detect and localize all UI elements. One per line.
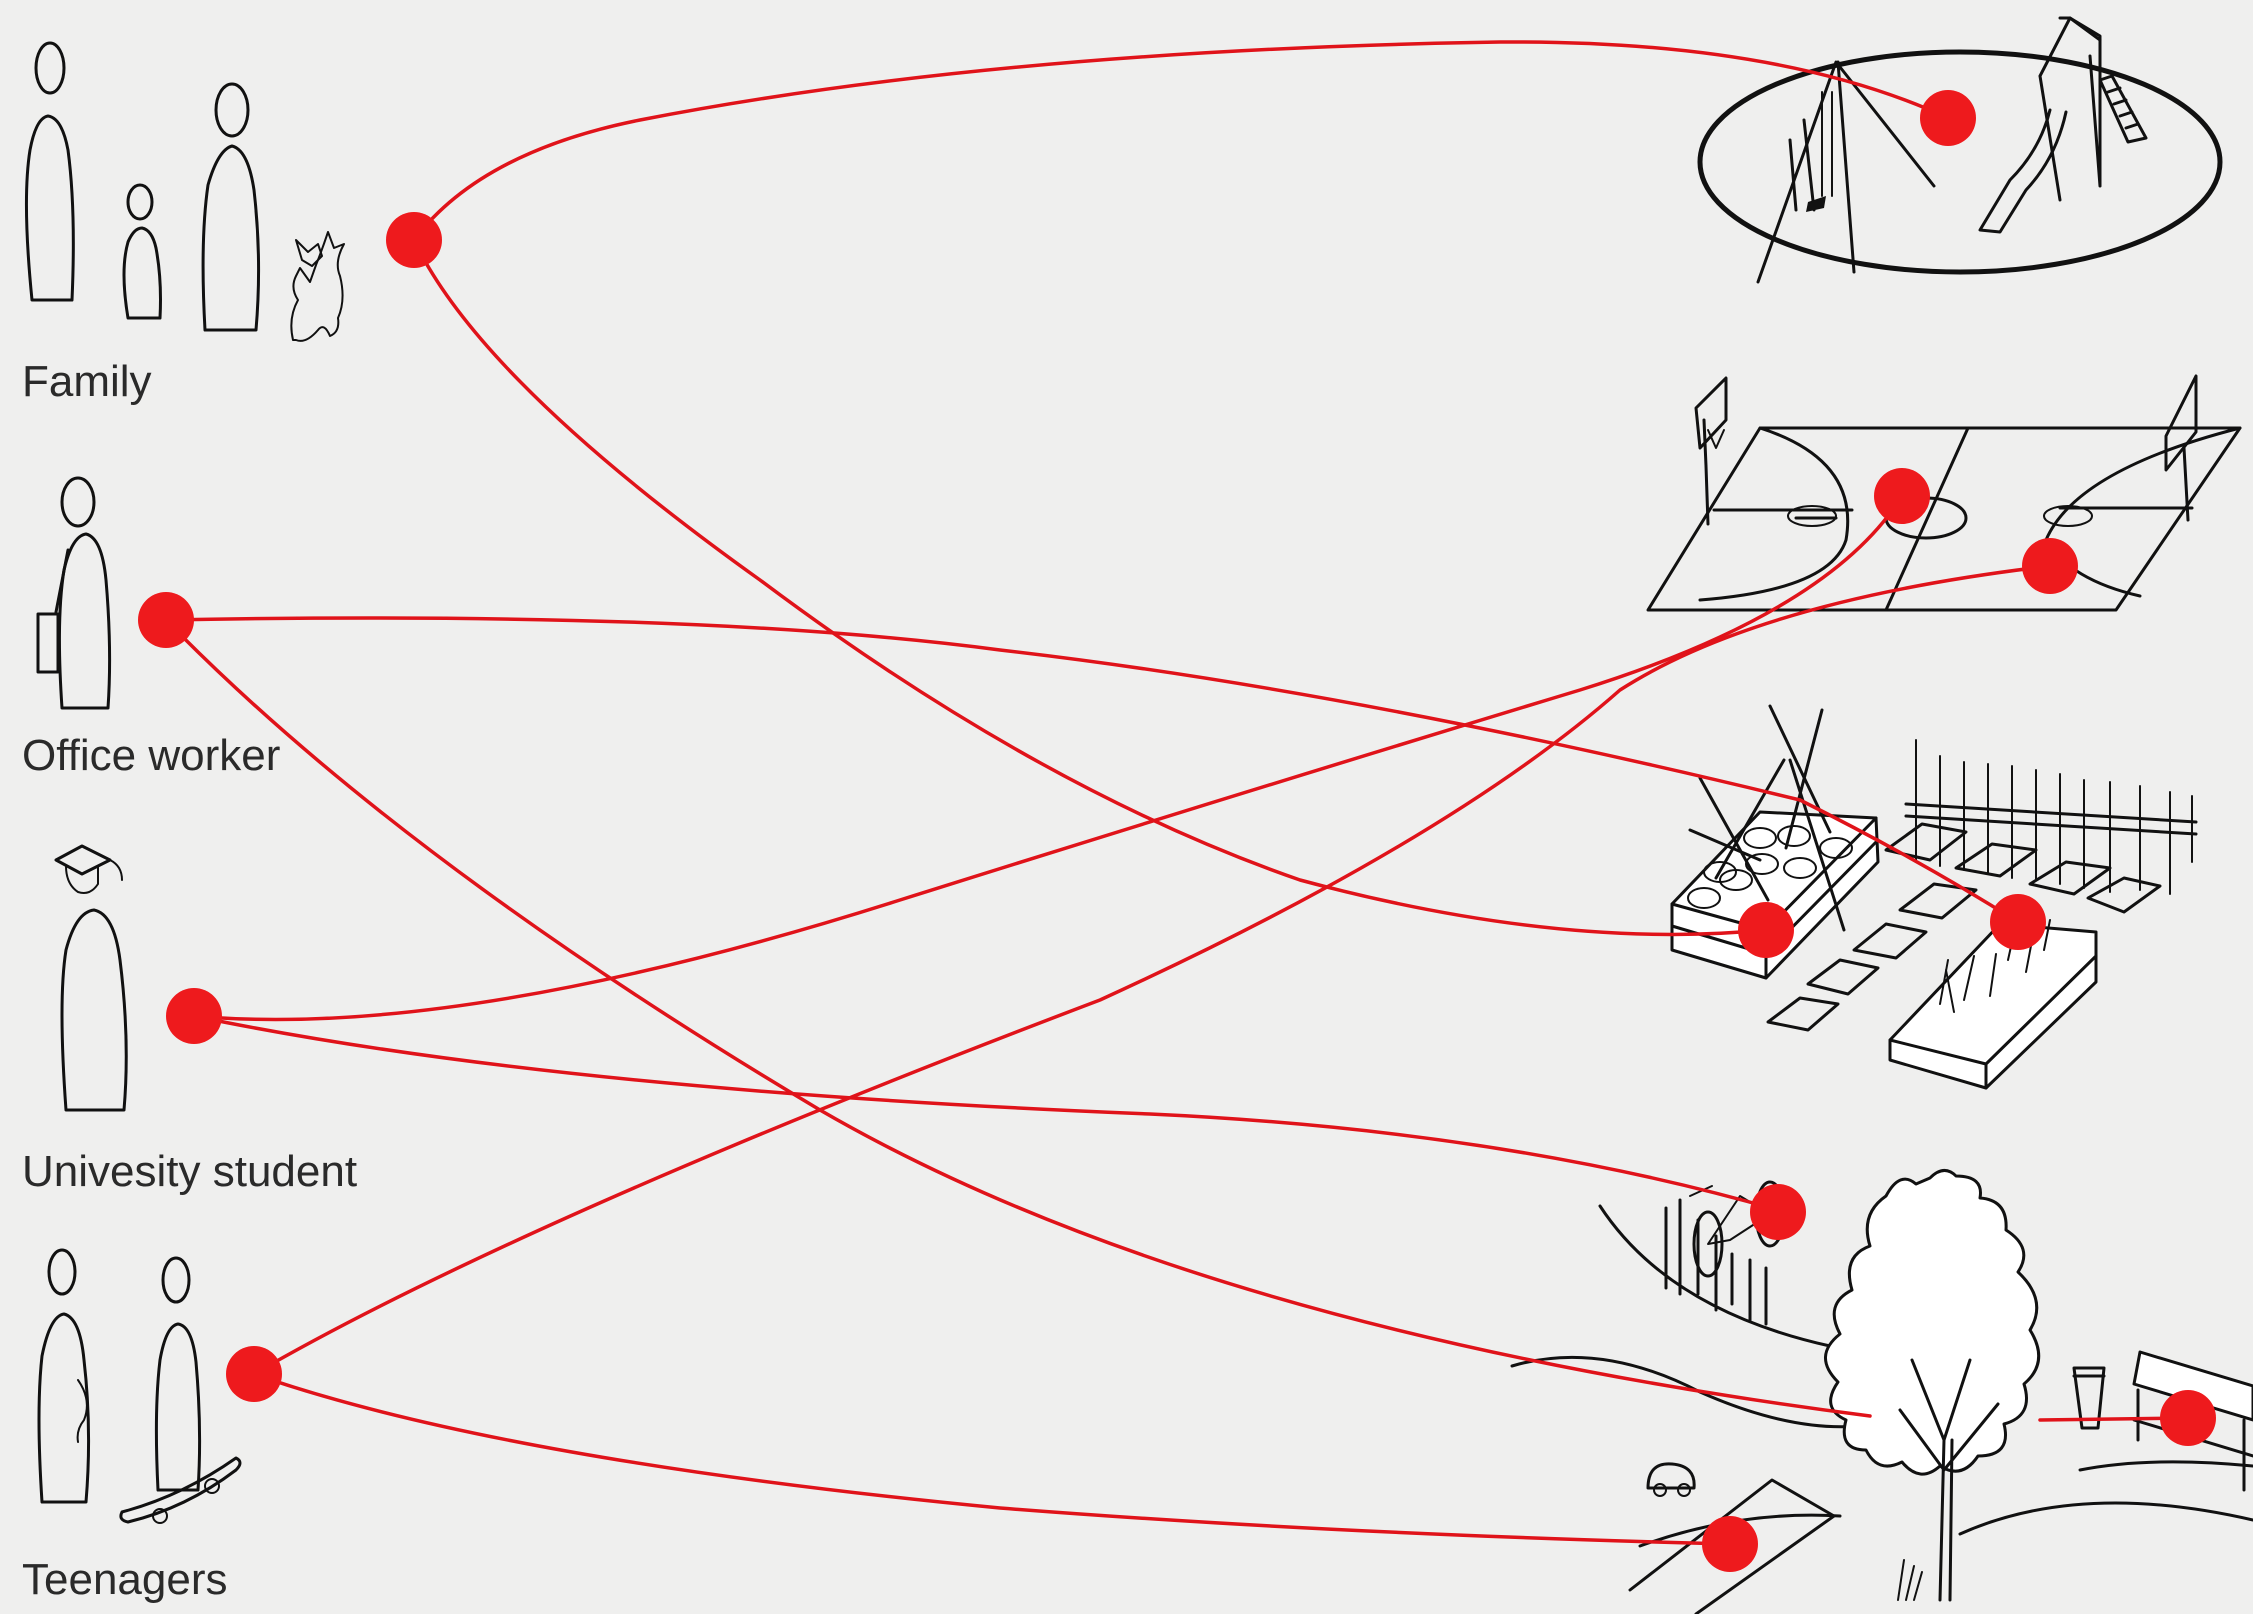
group-label-family: Family	[22, 357, 152, 406]
group-label-office-worker: Office worker	[22, 731, 280, 780]
group-label-teenagers: Teenagers	[22, 1555, 227, 1604]
teenagers-figures-icon	[39, 1250, 240, 1523]
link-family-vegetable-garden	[414, 240, 1766, 934]
node-basketball-court-left[interactable]	[1874, 468, 1930, 524]
node-family[interactable]	[386, 212, 442, 268]
node-vegetable-garden[interactable]	[1738, 902, 1794, 958]
playground-icon	[1700, 18, 2220, 282]
node-herb-garden[interactable]	[1990, 894, 2046, 950]
basketball-court-icon	[1648, 376, 2240, 610]
link-teenagers-basketball	[254, 566, 2050, 1374]
node-bench[interactable]	[2160, 1390, 2216, 1446]
family-figures-icon	[26, 43, 344, 341]
node-basketball-court-right[interactable]	[2022, 538, 2078, 594]
group-label-university-student: Univesity student	[22, 1147, 357, 1196]
node-teenagers[interactable]	[226, 1346, 282, 1402]
student-figure-icon	[56, 846, 126, 1110]
link-teenagers-picnic	[254, 1374, 1730, 1544]
herb-garden-icon	[1768, 740, 2196, 1088]
link-student-basketball	[194, 496, 1902, 1020]
link-family-playground	[414, 42, 1948, 240]
link-office-worker-tree	[166, 620, 1870, 1416]
node-playground[interactable]	[1920, 90, 1976, 146]
node-picnic-blanket[interactable]	[1702, 1516, 1758, 1572]
node-university-student[interactable]	[166, 988, 222, 1044]
node-bike-rack[interactable]	[1750, 1184, 1806, 1240]
node-office-worker[interactable]	[138, 592, 194, 648]
office-worker-figure-icon	[38, 478, 110, 708]
